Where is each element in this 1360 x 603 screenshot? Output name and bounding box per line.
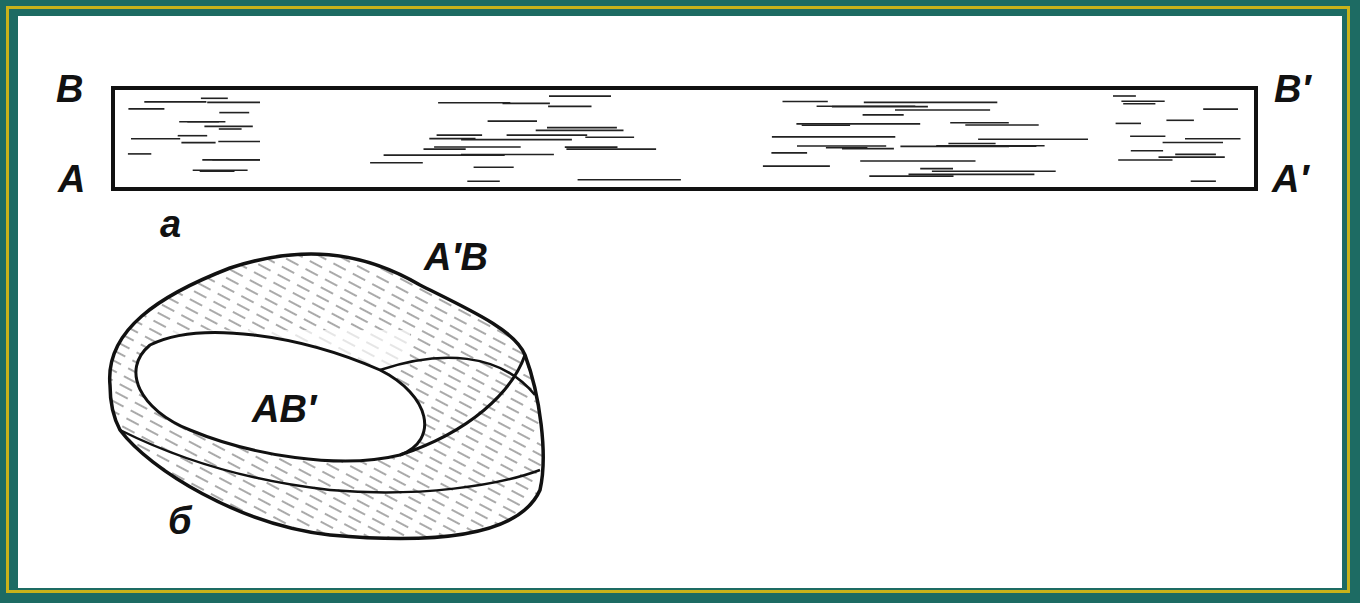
paper-strip	[113, 88, 1256, 189]
end-label: A	[58, 160, 85, 198]
figure-letter: а	[160, 205, 181, 243]
figure-letter: б	[168, 502, 192, 540]
strip-hatching	[128, 96, 1241, 181]
joined-end-label: A′B	[424, 238, 488, 276]
end-label: B′	[1274, 70, 1311, 108]
end-label: A′	[1272, 160, 1309, 198]
joined-end-label: AB′	[252, 390, 316, 428]
moebius-band	[100, 240, 560, 550]
end-label: B	[56, 70, 83, 108]
